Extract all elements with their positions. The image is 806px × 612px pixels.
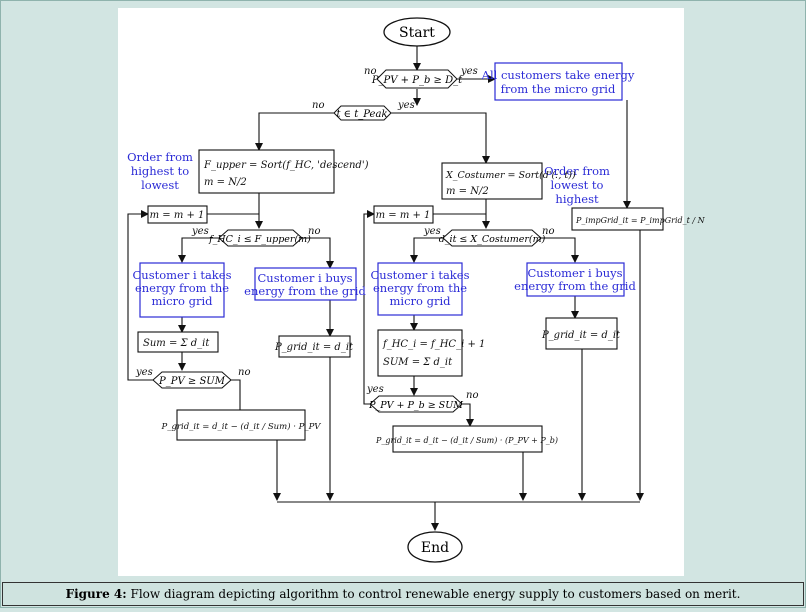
end-label: End [421,540,449,556]
cond-sum-left-text: P_PV ≥ SUM [158,376,226,387]
note-left-line-1: Order from [127,150,193,164]
cond-fhc-decision [218,229,303,247]
buys-left-line-1: Customer i buys [257,271,352,285]
sort-right-box [441,162,543,200]
sort-right-text-1: X_Costumer = Sort(d'(:, t)) [445,170,576,181]
takes-left-line-2: energy from the [135,281,229,295]
label-no-peak: no [312,100,324,111]
label-yes-peak: yes [397,100,415,111]
note-left-line-3: lowest [141,178,179,192]
note-right-line-3: highest [555,192,599,206]
cond-sum-right-no-line [462,403,474,427]
pgrid-left-text: P_grid_it = d_it − (d_it / Sum) · P_PV [161,421,322,432]
buys-left-box [254,267,357,301]
takes-right-line-1: Customer i takes [370,268,469,282]
inc-right-box [373,205,434,224]
label-yes-dit: yes [423,226,441,237]
label-yes-pv: yes [460,66,478,77]
caption-figure-number: Figure 4: [65,587,127,601]
pgrid-right-buy-text: P_grid_it = d_it [541,330,621,341]
label-no-sum-right: no [466,390,478,401]
inc-left-box [147,205,208,224]
takes-left-line-3: micro grid [152,294,214,308]
cond-peak-text: t ∈ t_Peak [336,109,387,120]
label-yes-sum-left: yes [135,367,153,378]
takes-right-line-3: micro grid [390,294,452,308]
start-terminal [383,17,451,47]
buys-right-line-2: energy from the grid [514,279,636,293]
inc-left-text: m = m + 1 [150,210,205,221]
buys-right-box [526,262,625,297]
label-no-dit: no [542,226,554,237]
label-no-sum-left: no [238,367,250,378]
cond-pv-text: P_PV + P_b ≥ D_t [371,75,463,86]
caption-text: Flow diagram depicting algorithm to cont… [130,587,741,601]
flowchart: Start End P_PV + P_b ≥ D_t t ∈ t_Peak f_… [127,17,706,563]
sort-right-text-2: m = N/2 [446,186,489,197]
p-imp-box [571,207,664,231]
note-right-line-2: lowest to [551,178,604,192]
label-yes-fhc: yes [191,226,209,237]
takes-right-line-2: energy from the [373,281,467,295]
update-text-1: f_HC_i = f_HC_i + 1 [382,339,485,350]
sort-left-text-1: F_upper = Sort(f_HC, 'descend') [203,160,369,171]
cond-peak-yes-line [391,112,490,164]
cond-sum-right-text: P_PV + P_b ≥ SUM [368,400,463,411]
label-no-fhc: no [308,226,320,237]
pgrid-right-buy-box [545,317,618,350]
label-yes-sum-right: yes [366,384,384,395]
buys-right-line-1: Customer i buys [527,266,622,280]
cond-fhc-text: f_HC_i ≤ F_upper(m) [208,234,311,245]
cond-fhc-yes-line [178,237,219,263]
cond-peak-no-line [255,112,334,151]
pgrid-left-buy-text: P_grid_it = d_it [274,342,354,353]
takes-right-box [377,262,463,316]
sort-left-box [198,149,335,194]
end-terminal [407,531,463,563]
all-customers-line-2: from the micro grid [501,82,616,96]
all-customers-box [494,62,623,101]
takes-left-box [139,262,225,318]
sort-left-text-2: m = N/2 [204,177,247,188]
pgrid-right-text: P_grid_it = d_it − (d_it / Sum) · (P_PV … [375,436,558,445]
label-no-pv: no [364,66,376,77]
start-label: Start [399,25,435,41]
cond-dit-text: d_it ≤ X_Costumer(m) [439,234,546,245]
cond-sum-left-yes-loop [127,210,153,381]
cond-sum-right-yes-loop [363,210,375,405]
note-left-line-2: highest to [131,164,189,178]
cond-sum-right-decision [369,395,463,413]
pgrid-left-box [176,409,306,441]
pgrid-right-box [392,425,543,453]
cond-dit-decision [442,229,542,247]
pgrid-left-buy-box [278,335,351,358]
cond-peak-decision [333,105,392,121]
update-box [377,329,463,377]
sum-left-text: Sum = Σ d_it [143,338,210,349]
cond-dit-yes-line [410,237,443,263]
sum-left-box [137,331,219,353]
buys-left-line-2: energy from the grid [244,284,366,298]
note-right-line-1: Order from [544,164,610,178]
p-imp-text: P_impGrid_it = P_impGrid_t / N [575,216,706,225]
cond-fhc-no-line [302,237,334,269]
update-text-2: SUM = Σ d_it [383,357,453,368]
inc-right-text: m = m + 1 [376,210,431,221]
cond-dit-no-line [541,237,579,263]
cond-pv-decision [376,69,458,89]
connectors [127,46,644,531]
cond-sum-left-no-line [231,379,241,411]
cond-sum-left-decision [152,371,232,389]
takes-left-line-1: Customer i takes [132,268,231,282]
all-customers-line-1: All customers take energy [481,68,635,82]
figure-caption: Figure 4: Flow diagram depicting algorit… [2,582,804,606]
